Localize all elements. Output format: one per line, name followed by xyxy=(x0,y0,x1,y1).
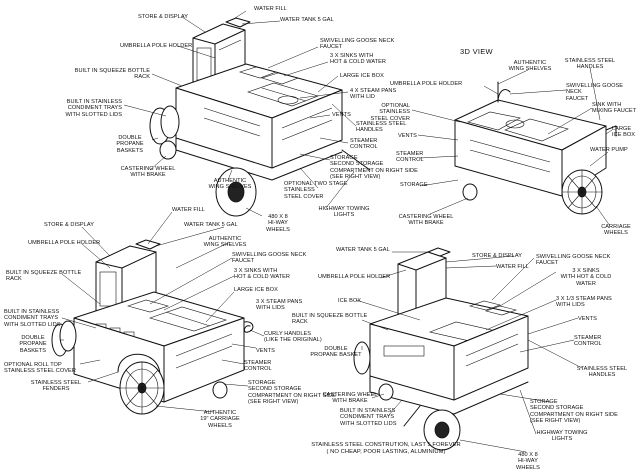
v3-label-condiment: BUILT IN STAINLESS CONDIMENT TRAYS WITH … xyxy=(4,309,61,328)
v2-label-wing: AUTHENTIC WING SHELVES xyxy=(508,60,552,73)
v2-label-sink: SINK WITH MIXING FAUCET xyxy=(592,102,637,115)
v2-label-storage: STORAGE xyxy=(400,182,428,188)
v1-label-propane: DOUBLE PROPANE BASKETS xyxy=(116,135,144,154)
v2-label-optional: OPTIONAL STAINLESS STEEL COVER xyxy=(370,103,410,122)
v3-label-icebox: LARGE ICE BOX xyxy=(234,287,278,293)
v3-label-rolltop: OPTIONAL ROLL TOP STAINLESS STEEL COVER xyxy=(4,362,76,375)
v1-label-squeeze: BUILT IN SQUEEZE BOTTLE RACK xyxy=(74,68,150,81)
v2-label-carriage: CARRIAGE WHEELS xyxy=(601,224,631,237)
v4-label-propane: DOUBLE PROPANE BASKET xyxy=(310,346,362,359)
v3-label-store-display: STORE & DISPLAY xyxy=(44,222,94,228)
v4-label-towing: HIGHWAY TOWING LIGHTS xyxy=(536,430,588,443)
v1-label-vents: VENTS xyxy=(332,112,351,118)
v2-label-umbrella: UMBRELLA POLE HOLDER xyxy=(390,81,463,87)
v4-label-water-fill: WATER FILL xyxy=(496,264,529,270)
v1-label-water-fill: WATER FILL xyxy=(254,6,287,12)
v1-label-wing: AUTHENTIC WING SHELVES xyxy=(208,178,252,191)
v3-label-propane: DOUBLE PROPANE BASKETS xyxy=(19,335,47,354)
v1-label-icebox: LARGE ICE BOX xyxy=(340,73,384,79)
v1-label-storage: STORAGE SECOND STORAGE COMPARTMENT ON RI… xyxy=(330,155,418,181)
v1-label-wheels: 480 X 8 HI-WAY WHEELS xyxy=(266,214,290,233)
v4-label-water-tank: WATER TANK 5 GAL xyxy=(336,247,390,253)
leader-lines xyxy=(60,10,613,453)
v2-label-vents: VENTS xyxy=(398,133,417,139)
v1-label-condiment: BUILT IN STAINLESS CONDIMENT TRAYS WITH … xyxy=(65,99,122,118)
view3-cart-drawing xyxy=(51,239,254,415)
v1-label-castering: CASTERING WHEEL WITH BRAKE xyxy=(120,166,176,179)
v4-label-faucet: SWIVELLING GOOSE NECK FAUCET xyxy=(536,254,611,267)
v1-label-rolltop: OPTIONAL TWO STAGE STAINLESS STEEL COVER xyxy=(284,181,348,200)
v3-label-curly: CURLY HANDLES (LIKE THE ORIGINAL) xyxy=(264,331,322,344)
v3-label-squeeze: BUILT IN SQUEEZE BOTTLE RACK xyxy=(6,270,82,283)
v4-label-steamer: STEAMER CONTROL xyxy=(574,335,602,348)
v3-label-sinks: 3 X SINKS WITH HOT & COLD WATER xyxy=(234,268,291,281)
footer-note: STAINLESS STEEL CONSTRUTION, LAST 5 FORE… xyxy=(311,442,461,455)
v3-label-steam-pans: 3 X STEAM PANS WITH LIDS xyxy=(256,299,303,312)
v2-label-icebox: LARGE ICE BOX xyxy=(612,126,636,139)
v3-label-wing: AUTHENTIC WING SHELVES xyxy=(203,236,247,249)
v1-label-faucet: SWIVELLING GOOSE NECK FAUCET xyxy=(320,38,395,51)
v1-label-towing: HIGHWAY TOWING LIGHTS xyxy=(318,206,370,219)
v1-label-steam-pans: 4 X STEAM PANS WITH LID xyxy=(350,88,397,101)
view2-cart-drawing xyxy=(454,81,617,215)
v4-label-castering: CASTERING WHEEL WITH BRAKE xyxy=(322,392,378,405)
v1-label-sinks: 3 X SINKS WITH HOT & COLD WATER xyxy=(330,53,387,66)
v4-label-condiment: BUILT IN STAINLESS CONDIMENT TRAYS WITH … xyxy=(340,408,397,427)
v3-label-fenders: STAINLESS STEEL FENDERS xyxy=(30,380,82,393)
v3-label-carriage: AUTHENTIC 19" CARRIAGE WHEELS xyxy=(200,410,240,429)
v4-label-icebox: ICE BOX xyxy=(338,298,362,304)
v2-label-castering: CASTERING WHEEL WITH BRAKE xyxy=(398,214,454,227)
v4-label-umbrella: UMBRELLA POLE HOLDER xyxy=(318,274,391,280)
view1-cart-drawing xyxy=(149,17,371,217)
v3-label-water-fill: WATER FILL xyxy=(172,207,205,213)
v3-label-water-tank: WATER TANK 5 GAL xyxy=(184,222,238,228)
v4-label-store-display: STORE & DISPLAY xyxy=(472,253,522,259)
v2-label-pump: WATER PUMP xyxy=(590,147,628,153)
v4-label-handles: STAINLESS STEEL HANDLES xyxy=(576,366,628,379)
v4-label-sinks: 3 X SINKS WITH HOT & COLD WATER xyxy=(560,268,612,287)
v1-label-umbrella: UMBRELLA POLE HOLDER xyxy=(120,43,193,49)
view4-cart-drawing xyxy=(353,247,529,451)
v3-label-storage: STORAGE SECOND STORAGE COMPARTMENT ON RI… xyxy=(248,380,336,406)
v3-label-steamer: STEAMER CONTROL xyxy=(244,360,272,373)
v4-label-storage: STORAGE SECOND STORAGE COMPARTMENT ON RI… xyxy=(530,399,618,425)
v3-label-umbrella: UMBRELLA POLE HOLDER xyxy=(28,240,101,246)
v2-label-faucet: SWIVELLING GOOSE NECK FAUCET xyxy=(566,83,624,102)
v1-label-water-tank: WATER TANK 5 GAL xyxy=(280,17,334,23)
v4-label-vents: VENTS xyxy=(578,316,597,322)
v3-label-faucet: SWIVELLING GOOSE NECK FAUCET xyxy=(232,252,307,265)
v4-label-wheels: 480 X 8 HI-WAY WHEELS xyxy=(516,452,540,471)
v4-label-steam-pans: 3 X 1/3 STEAM PANS WITH LIDS xyxy=(556,296,612,309)
v4-label-squeeze: BUILT IN SQUEEZE BOTTLE RACK xyxy=(292,313,368,326)
v1-label-handles: STAINLESS STEEL HANDLES xyxy=(356,121,407,134)
v1-label-steamer: STEAMER CONTROL xyxy=(350,138,378,151)
v2-label-steamer: STEAMER CONTROL xyxy=(396,151,424,164)
title-3d-view: 3D VIEW xyxy=(460,47,493,56)
v1-label-store-display: STORE & DISPLAY xyxy=(138,14,188,20)
v3-label-vents: VENTS xyxy=(256,348,275,354)
v2-label-handles: STAINLESS STEEL HANDLES xyxy=(564,58,616,71)
